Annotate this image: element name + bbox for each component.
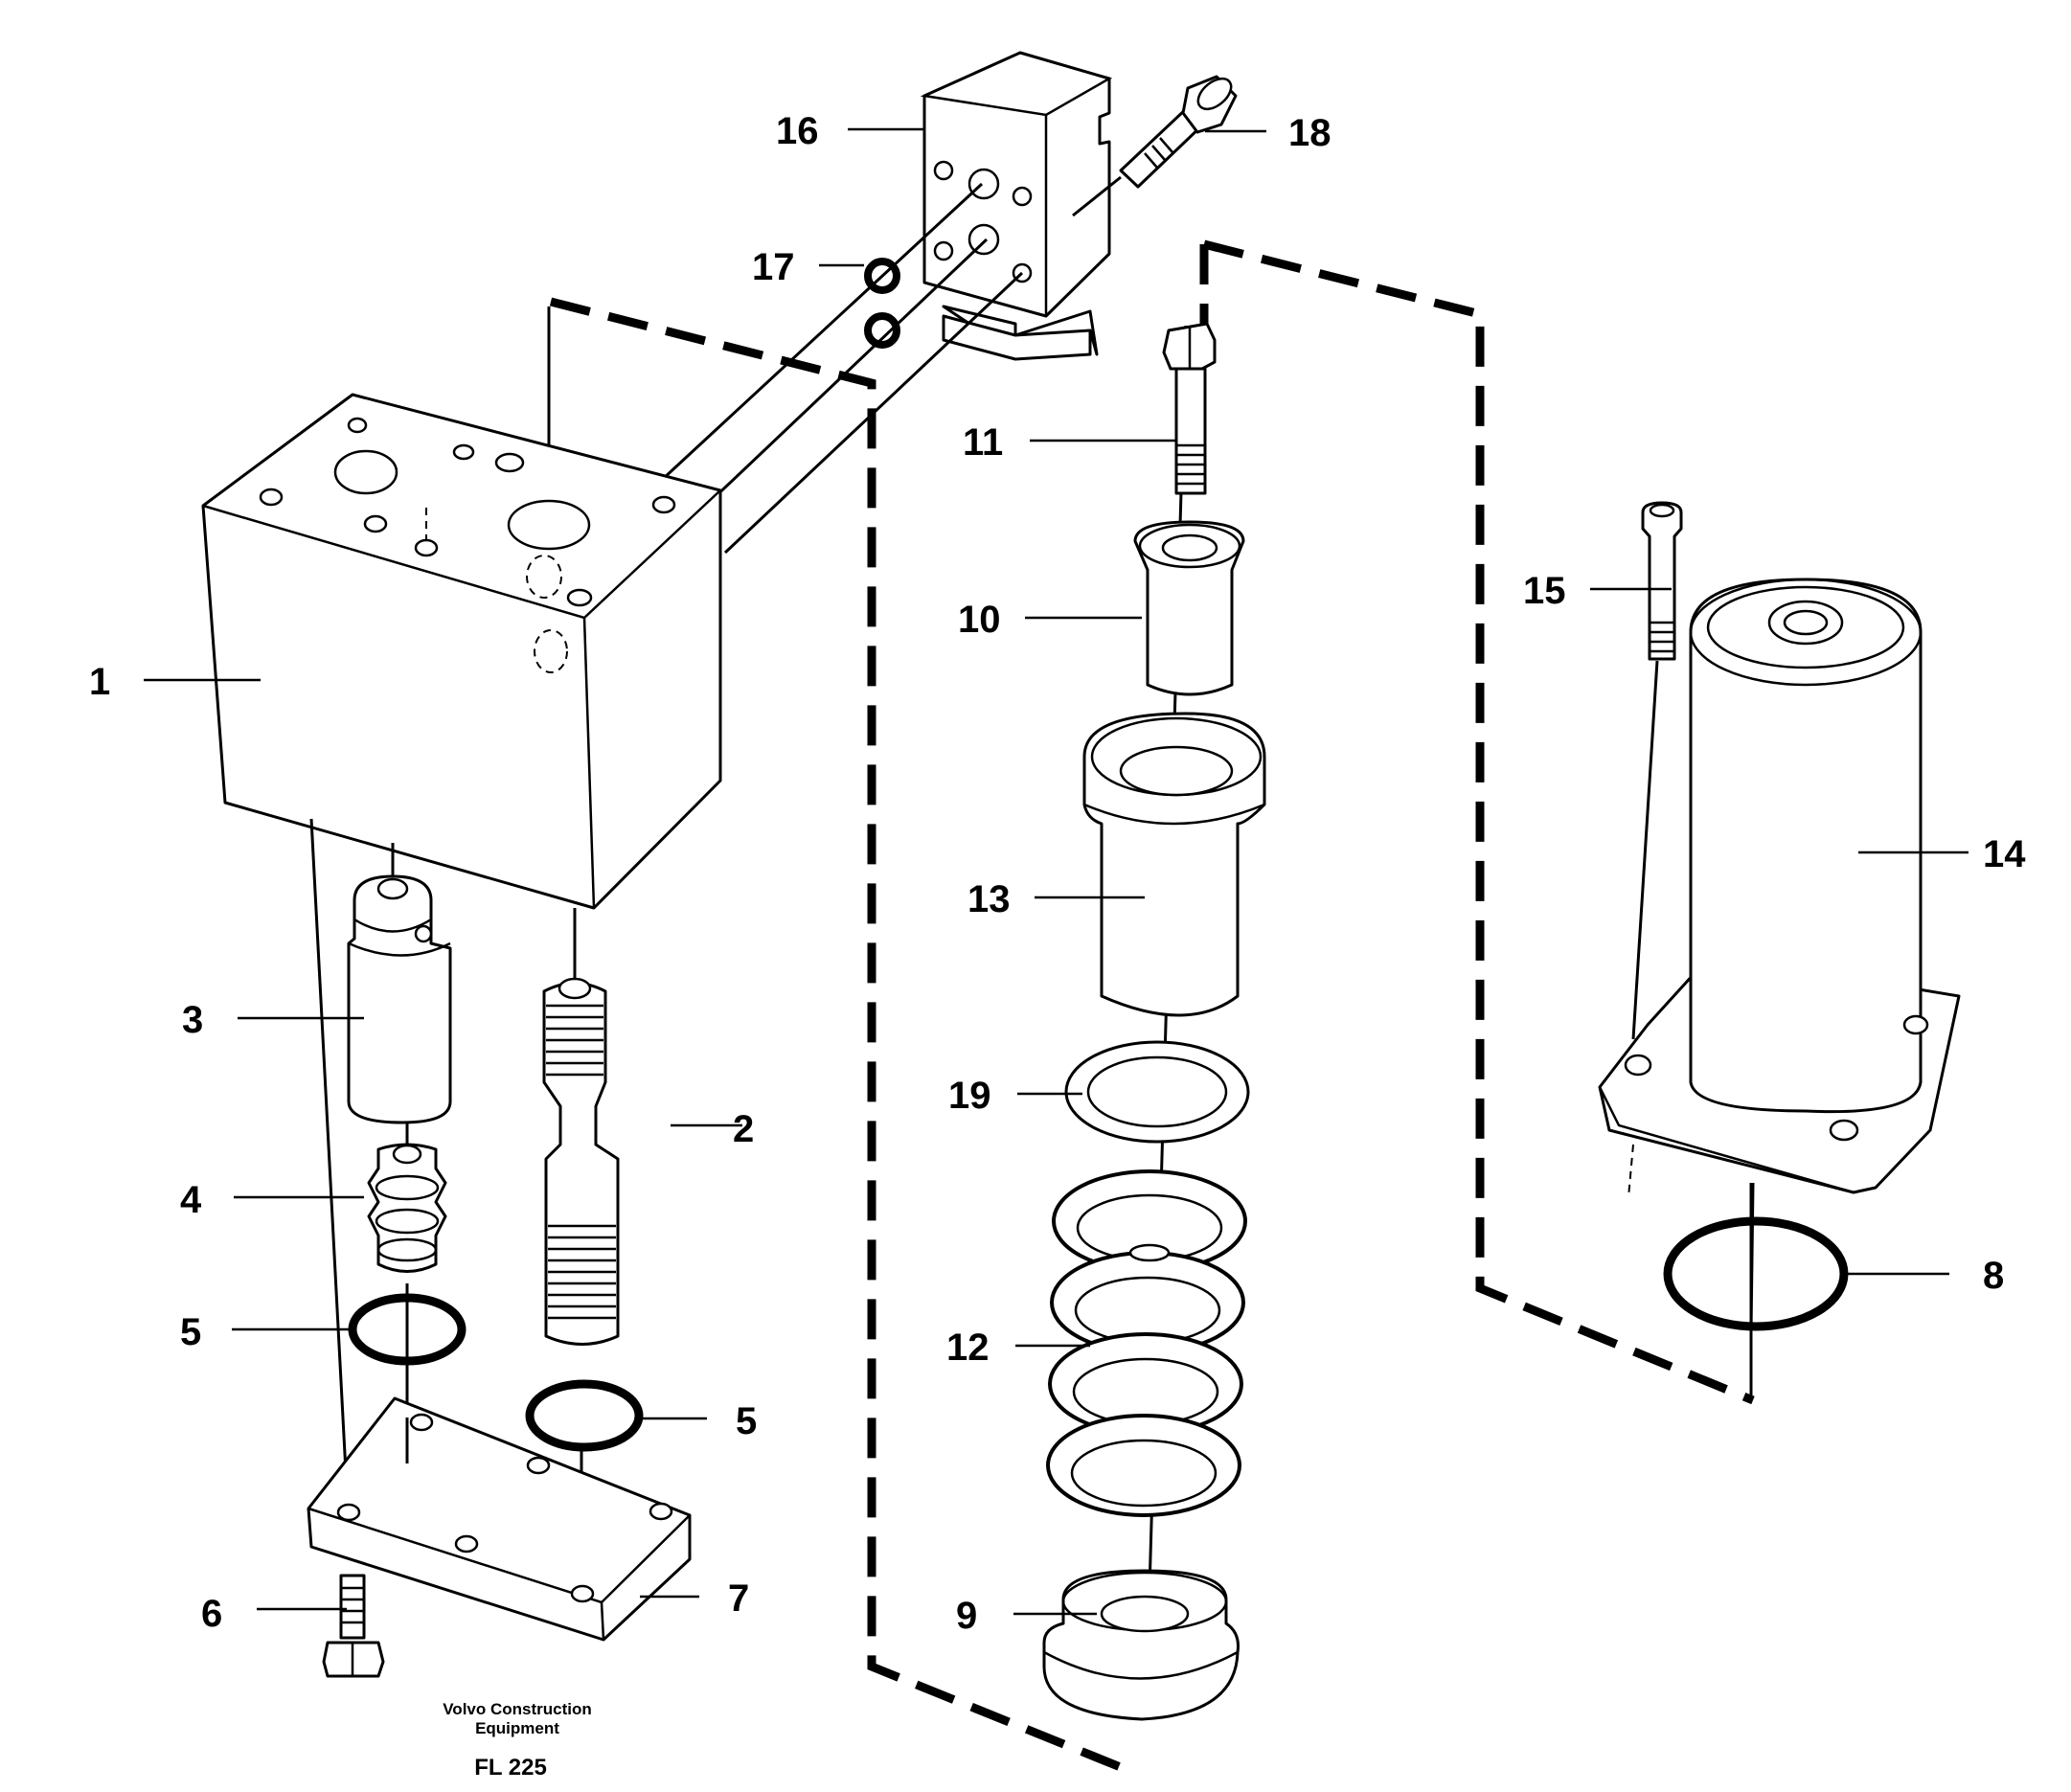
callout-17: 17 xyxy=(752,246,795,288)
callout-1: 1 xyxy=(89,661,110,703)
leader-lines xyxy=(144,127,1969,1616)
assembly-outline-right xyxy=(1199,239,1755,1405)
bushing-part-10 xyxy=(1133,520,1245,696)
cylinder-part-14 xyxy=(1598,578,1961,1198)
connection-lines xyxy=(661,182,1024,555)
callout-7: 7 xyxy=(728,1577,749,1620)
valve-block-part-16 xyxy=(920,51,1113,361)
threaded-spool-part-2 xyxy=(542,908,620,1547)
callout-18: 18 xyxy=(1288,112,1331,154)
drawing-caption: Volvo Construction Equipment FL 225 xyxy=(443,1700,592,1781)
o-ring-part-8 xyxy=(1663,1182,1849,1332)
callout-9: 9 xyxy=(956,1595,977,1637)
caption-line-2: Equipment xyxy=(475,1719,559,1737)
callout-3: 3 xyxy=(182,999,203,1041)
callout-16: 16 xyxy=(776,110,819,152)
callout-4: 4 xyxy=(180,1179,202,1221)
callout-11: 11 xyxy=(963,421,1003,464)
screw-part-6 xyxy=(322,1574,385,1678)
cap-screw-part-18 xyxy=(1072,75,1238,217)
o-ring-part-5-right xyxy=(525,1379,644,1452)
drawing-code: FL 225 xyxy=(474,1755,547,1781)
bolt-part-11 xyxy=(1162,322,1217,495)
valve-housing-part-1 xyxy=(201,393,722,910)
callout-12: 12 xyxy=(946,1327,990,1369)
callout-5-left: 5 xyxy=(180,1311,201,1353)
o-ring-part-5-left xyxy=(348,1283,467,1422)
callout-15: 15 xyxy=(1523,570,1566,612)
washer-part-19 xyxy=(1064,1040,1250,1144)
callout-8: 8 xyxy=(1983,1255,2004,1297)
sleeve-part-3 xyxy=(347,843,452,1124)
valve-spring-part-4 xyxy=(367,1123,447,1273)
callout-labels: 1 2 3 4 5 5 6 7 8 9 10 11 12 13 14 15 16… xyxy=(89,110,2026,1637)
callout-19: 19 xyxy=(948,1075,991,1117)
callout-13: 13 xyxy=(967,878,1011,920)
callout-5-right: 5 xyxy=(736,1400,757,1442)
o-rings-part-17 xyxy=(864,258,900,349)
callout-2: 2 xyxy=(733,1108,754,1150)
housing-axis-line xyxy=(309,818,350,1509)
collar-part-9 xyxy=(1042,1569,1240,1721)
callout-14: 14 xyxy=(1983,833,2026,875)
spring-part-12 xyxy=(1046,1169,1247,1517)
caption-line-1: Volvo Construction xyxy=(443,1700,592,1718)
callout-10: 10 xyxy=(958,599,1001,641)
cover-plate-part-7 xyxy=(307,1396,692,1642)
screw-part-15 xyxy=(1631,501,1683,1040)
spring-housing-part-13 xyxy=(1082,712,1266,1017)
callout-6: 6 xyxy=(201,1593,222,1635)
